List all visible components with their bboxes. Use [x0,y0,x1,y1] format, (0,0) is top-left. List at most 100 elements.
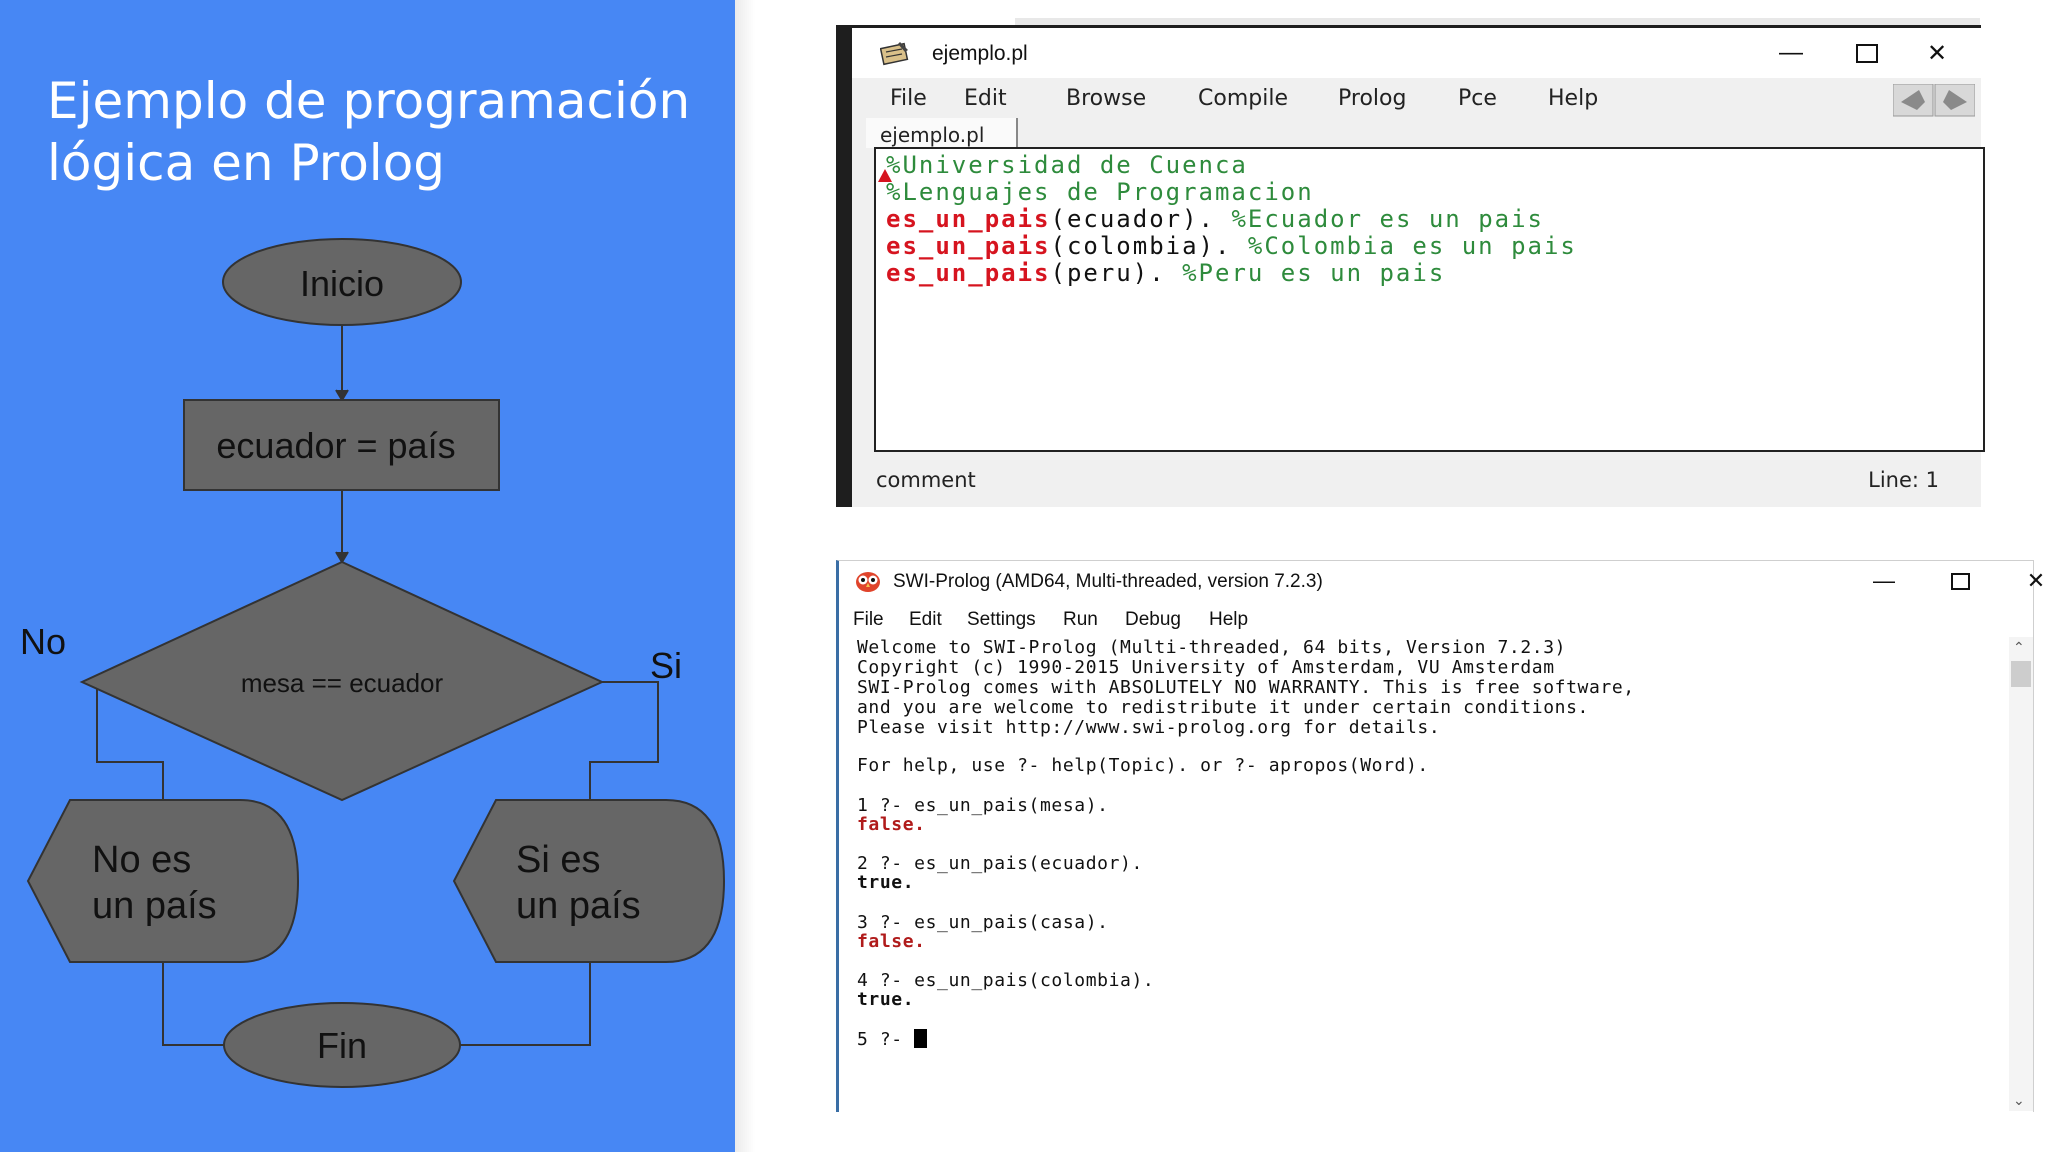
console-welcome-line: SWI-Prolog comes with ABSOLUTELY NO WARR… [857,677,1635,698]
flow-branch-no: No [20,621,66,662]
console-current-prompt[interactable]: 5 ?- [857,1029,928,1050]
console-query-result: false. [857,814,926,835]
console-welcome-line: Copyright (c) 1990-2015 University of Am… [857,657,1555,678]
editor-menu-compile[interactable]: Compile [1198,86,1288,111]
console-menu-run[interactable]: Run [1063,609,1098,630]
flowchart: Inicio ecuador = país mesa == ecuador No… [20,238,726,1088]
code-line-4: es_un_pais(colombia). %Colombia es un pa… [886,232,1577,260]
slide-panel: Ejemplo de programación lógica en Prolog… [0,0,735,1152]
editor-file-tab[interactable]: ejemplo.pl [866,118,1018,148]
console-scrollbar[interactable]: ⌃ ⌄ [2009,637,2033,1111]
console-menu-settings[interactable]: Settings [967,609,1036,630]
editor-menubar [852,78,1981,118]
code-line-1: %Universidad de Cuenca [886,151,1248,179]
maximize-icon [1950,572,1970,590]
editor-titlebar[interactable]: ejemplo.pl — ✕ [852,28,1981,78]
flow-output-yes-line1: Si es [516,839,600,881]
flow-output-no-line2: un país [92,885,217,927]
minimize-icon: — [1873,568,1895,593]
editor-maximize-button[interactable] [1837,36,1897,70]
flow-decision-label: mesa == ecuador [241,668,444,698]
flow-end-shape [223,1002,461,1088]
editor-menu-edit[interactable]: Edit [964,86,1007,111]
console-menu-help[interactable]: Help [1209,609,1249,630]
console-close-button[interactable]: ✕ [2007,565,2048,597]
flow-process-label: ecuador = país [216,425,455,466]
scroll-up-icon[interactable]: ⌃ [2013,639,2025,655]
close-icon: ✕ [1926,39,1948,67]
editor-code-area[interactable]: %Universidad de Cuenca %Lenguajes de Pro… [874,147,1985,452]
flow-output-yes-line2: un país [516,885,641,927]
owl-icon [856,572,880,592]
back-arrow-icon[interactable] [1901,90,1925,110]
console-minimize-button[interactable]: — [1855,565,1913,597]
code-line-2: %Lenguajes de Programacion [886,178,1314,206]
console-query-prompt: 2 ?- es_un_pais(ecuador). [857,853,1143,874]
console-query-prompt: 4 ?- es_un_pais(colombia). [857,970,1155,991]
code-line-5-predicate: es_un_pais [886,259,1051,287]
console-welcome-line: and you are welcome to redistribute it u… [857,697,1589,718]
editor-status-mode: comment [876,468,976,492]
console-query-result: true. [857,989,915,1010]
flow-output-no-shape [26,799,300,963]
editor-status-line: Line: 1 [1868,468,1939,492]
code-line-3: es_un_pais(ecuador). %Ecuador es un pais [886,205,1544,233]
editor-menu-prolog[interactable]: Prolog [1338,86,1407,111]
code-line-3-comment: %Ecuador es un pais [1231,205,1544,233]
editor-menu-browse[interactable]: Browse [1066,86,1147,111]
scroll-down-icon[interactable]: ⌄ [2013,1092,2025,1108]
editor-window[interactable]: ejemplo.pl — ✕ File Edit Browse Compile … [836,25,1985,507]
console-menu-file[interactable]: File [853,609,884,630]
forward-arrow-icon[interactable] [1943,90,1967,110]
slide-title-line2: lógica en Prolog [47,134,446,192]
text-cursor [914,1029,928,1048]
code-line-4-predicate: es_un_pais [886,232,1051,260]
editor-file-tab-label: ejemplo.pl [880,123,985,147]
editor-menu-file[interactable]: File [890,86,927,111]
console-scrollbar-thumb[interactable] [2011,661,2031,687]
flow-output-no-line1: No es [92,839,191,881]
console-query-result: false. [857,931,926,952]
editor-menu-pce[interactable]: Pce [1458,86,1497,111]
close-icon: ✕ [2026,568,2046,593]
editor-title: ejemplo.pl [932,42,1028,65]
code-line-5-comment: %Peru es un pais [1182,259,1446,287]
code-line-5: es_un_pais(peru). %Peru es un pais [886,259,1445,287]
flow-process-shape [183,399,500,491]
caret-marker-icon [878,169,892,182]
console-menu-debug[interactable]: Debug [1125,609,1181,630]
flow-start-label: Inicio [300,263,384,304]
flow-branch-yes: Si [650,645,682,686]
editor-minimize-button[interactable]: — [1761,36,1821,70]
console-menu-edit[interactable]: Edit [909,609,942,630]
code-line-3-predicate: es_un_pais [886,205,1051,233]
flow-start-shape [222,238,462,326]
flow-connectors [82,325,659,1046]
editor-menu-help[interactable]: Help [1548,86,1599,111]
code-line-4-comment: %Colombia es un pais [1247,232,1577,260]
editor-nav-buttons[interactable] [1893,84,1975,118]
editor-close-button[interactable]: ✕ [1907,36,1967,70]
background-window-strip [1015,18,1980,28]
code-line-4-args: (colombia). [1050,232,1248,260]
minimize-icon: — [1779,39,1803,66]
code-line-3-args: (ecuador). [1050,205,1232,233]
editor-app-icon [880,42,909,66]
console-window[interactable]: SWI-Prolog (AMD64, Multi-threaded, versi… [836,560,2045,1112]
maximize-icon [1856,43,1878,63]
slide-title-line1: Ejemplo de programación [47,72,691,130]
console-title: SWI-Prolog (AMD64, Multi-threaded, versi… [893,571,1323,592]
console-prompt-text: 5 ?- [857,1029,915,1050]
flow-decision-shape [79,560,605,802]
console-query-result: true. [857,872,915,893]
console-help-line: For help, use ?- help(Topic). or ?- apro… [857,755,1429,776]
slide-title: Ejemplo de programación lógica en Prolog [47,70,690,194]
code-line-5-args: (peru). [1050,259,1183,287]
console-query-prompt: 1 ?- es_un_pais(mesa). [857,795,1109,816]
console-query-prompt: 3 ?- es_un_pais(casa). [857,912,1109,933]
flow-output-yes-shape [452,799,726,963]
panel-shadow [735,0,755,1152]
console-welcome-line: Welcome to SWI-Prolog (Multi-threaded, 6… [857,637,1567,658]
console-welcome-line: Please visit http://www.swi-prolog.org f… [857,717,1441,738]
console-maximize-button[interactable] [1931,565,1989,597]
